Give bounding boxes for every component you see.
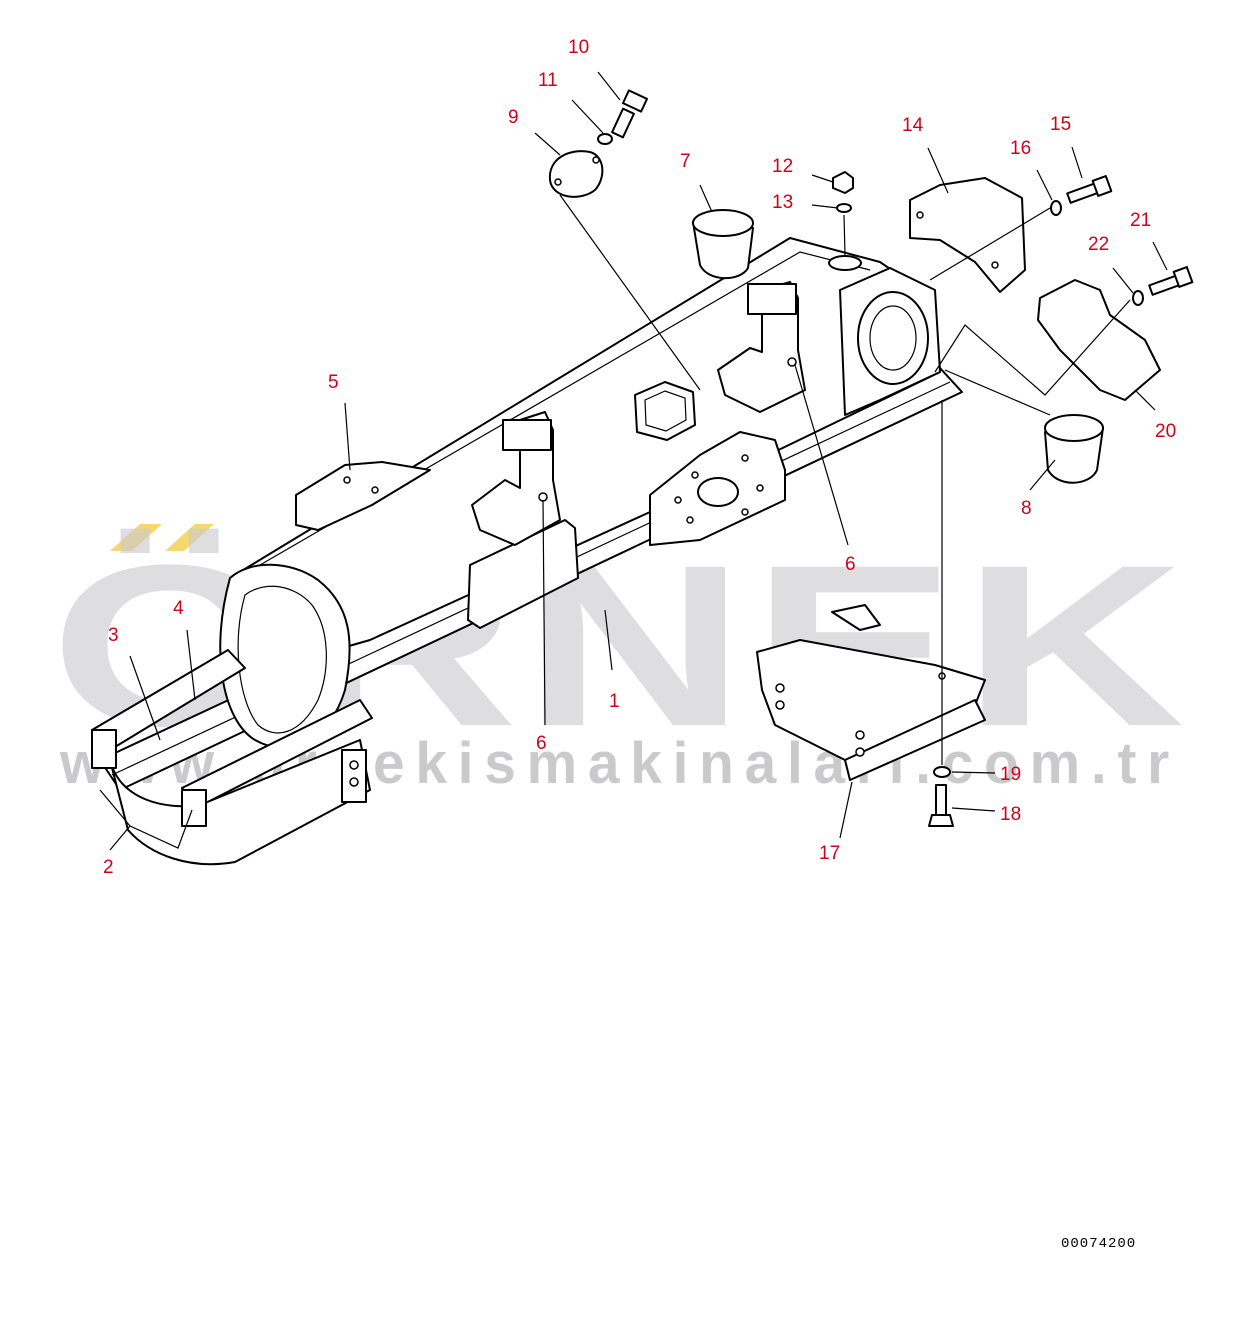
part-8-ring — [1044, 414, 1104, 484]
plate-hole — [674, 496, 682, 504]
drawing-number: 00074200 — [1061, 1236, 1136, 1252]
watermark-accent-left — [110, 524, 162, 551]
part-7-ring — [692, 209, 754, 280]
part-9-cover — [548, 150, 604, 198]
rear-bearing-ring — [857, 291, 929, 385]
callout-17: 17 — [819, 843, 840, 864]
callout-8: 8 — [1021, 498, 1032, 519]
watermark-accent-right — [165, 524, 214, 551]
part-5-bracket — [295, 461, 431, 531]
part-15-bolt — [1066, 175, 1113, 204]
plate-hole — [691, 471, 699, 479]
part-14-guard — [909, 177, 1026, 293]
end-block-hole — [349, 760, 359, 770]
part-13-seal — [836, 203, 852, 213]
frame-plate-bore — [697, 477, 739, 507]
part-16-washer — [1050, 200, 1062, 216]
bracket-hole — [371, 486, 379, 494]
callout-6-rear: 6 — [845, 554, 856, 575]
cover-hole — [554, 178, 562, 186]
frame-top-port-inner — [644, 390, 687, 432]
callout-16: 16 — [1010, 138, 1031, 159]
part-19-washer — [933, 766, 951, 778]
frame-central-window — [467, 519, 579, 629]
part-6-clamp-rear — [717, 281, 806, 413]
plate-hole — [741, 454, 749, 462]
callout-4: 4 — [173, 598, 184, 619]
part-20-guard — [1037, 279, 1161, 401]
callout-13: 13 — [772, 192, 793, 213]
guard-hole — [991, 261, 999, 269]
part-22-washer — [1132, 290, 1144, 306]
part-17-guide — [756, 604, 986, 781]
callout-2: 2 — [103, 857, 114, 878]
callout-14: 14 — [902, 115, 924, 136]
end-block-hole — [349, 777, 359, 787]
frame-end-block — [341, 749, 367, 803]
callout-20: 20 — [1155, 421, 1176, 442]
part-18-bolt — [928, 784, 954, 827]
bracket-hole — [343, 476, 351, 484]
callout-21: 21 — [1130, 210, 1151, 231]
callout-22: 22 — [1088, 234, 1109, 255]
callout-3: 3 — [108, 625, 119, 646]
part-11-washer — [597, 133, 613, 145]
callout-6-front: 6 — [536, 733, 547, 754]
frame-front-hoop — [109, 739, 371, 866]
front-block-right — [181, 789, 207, 827]
callout-19: 19 — [1000, 764, 1021, 785]
frame-front-cavity-inner — [237, 585, 327, 734]
callout-labels: 1 2 3 4 5 6 6 7 8 9 10 11 12 13 14 15 16… — [103, 37, 1176, 878]
plate-hole — [686, 516, 694, 524]
rear-bearing-bore — [869, 305, 917, 371]
front-block-left — [91, 729, 117, 769]
callout-11: 11 — [538, 70, 558, 91]
callout-7: 7 — [680, 151, 691, 172]
cover-hole — [592, 156, 600, 164]
callout-12: 12 — [772, 156, 793, 177]
part-10-bolt — [611, 89, 649, 139]
callout-1: 1 — [609, 691, 620, 712]
frame-top-boss — [828, 255, 862, 271]
part-21-bolt — [1148, 266, 1194, 296]
callout-5: 5 — [328, 372, 339, 393]
guard-hole — [916, 211, 924, 219]
part-6-clamp-front — [471, 411, 561, 546]
callout-15: 15 — [1050, 114, 1071, 135]
plate-hole — [741, 508, 749, 516]
plate-hole — [756, 484, 764, 492]
callout-10: 10 — [568, 37, 589, 58]
part-12-plug — [832, 171, 854, 194]
callout-18: 18 — [1000, 804, 1021, 825]
leader-lines — [99, 71, 1168, 851]
callout-9: 9 — [508, 107, 519, 128]
